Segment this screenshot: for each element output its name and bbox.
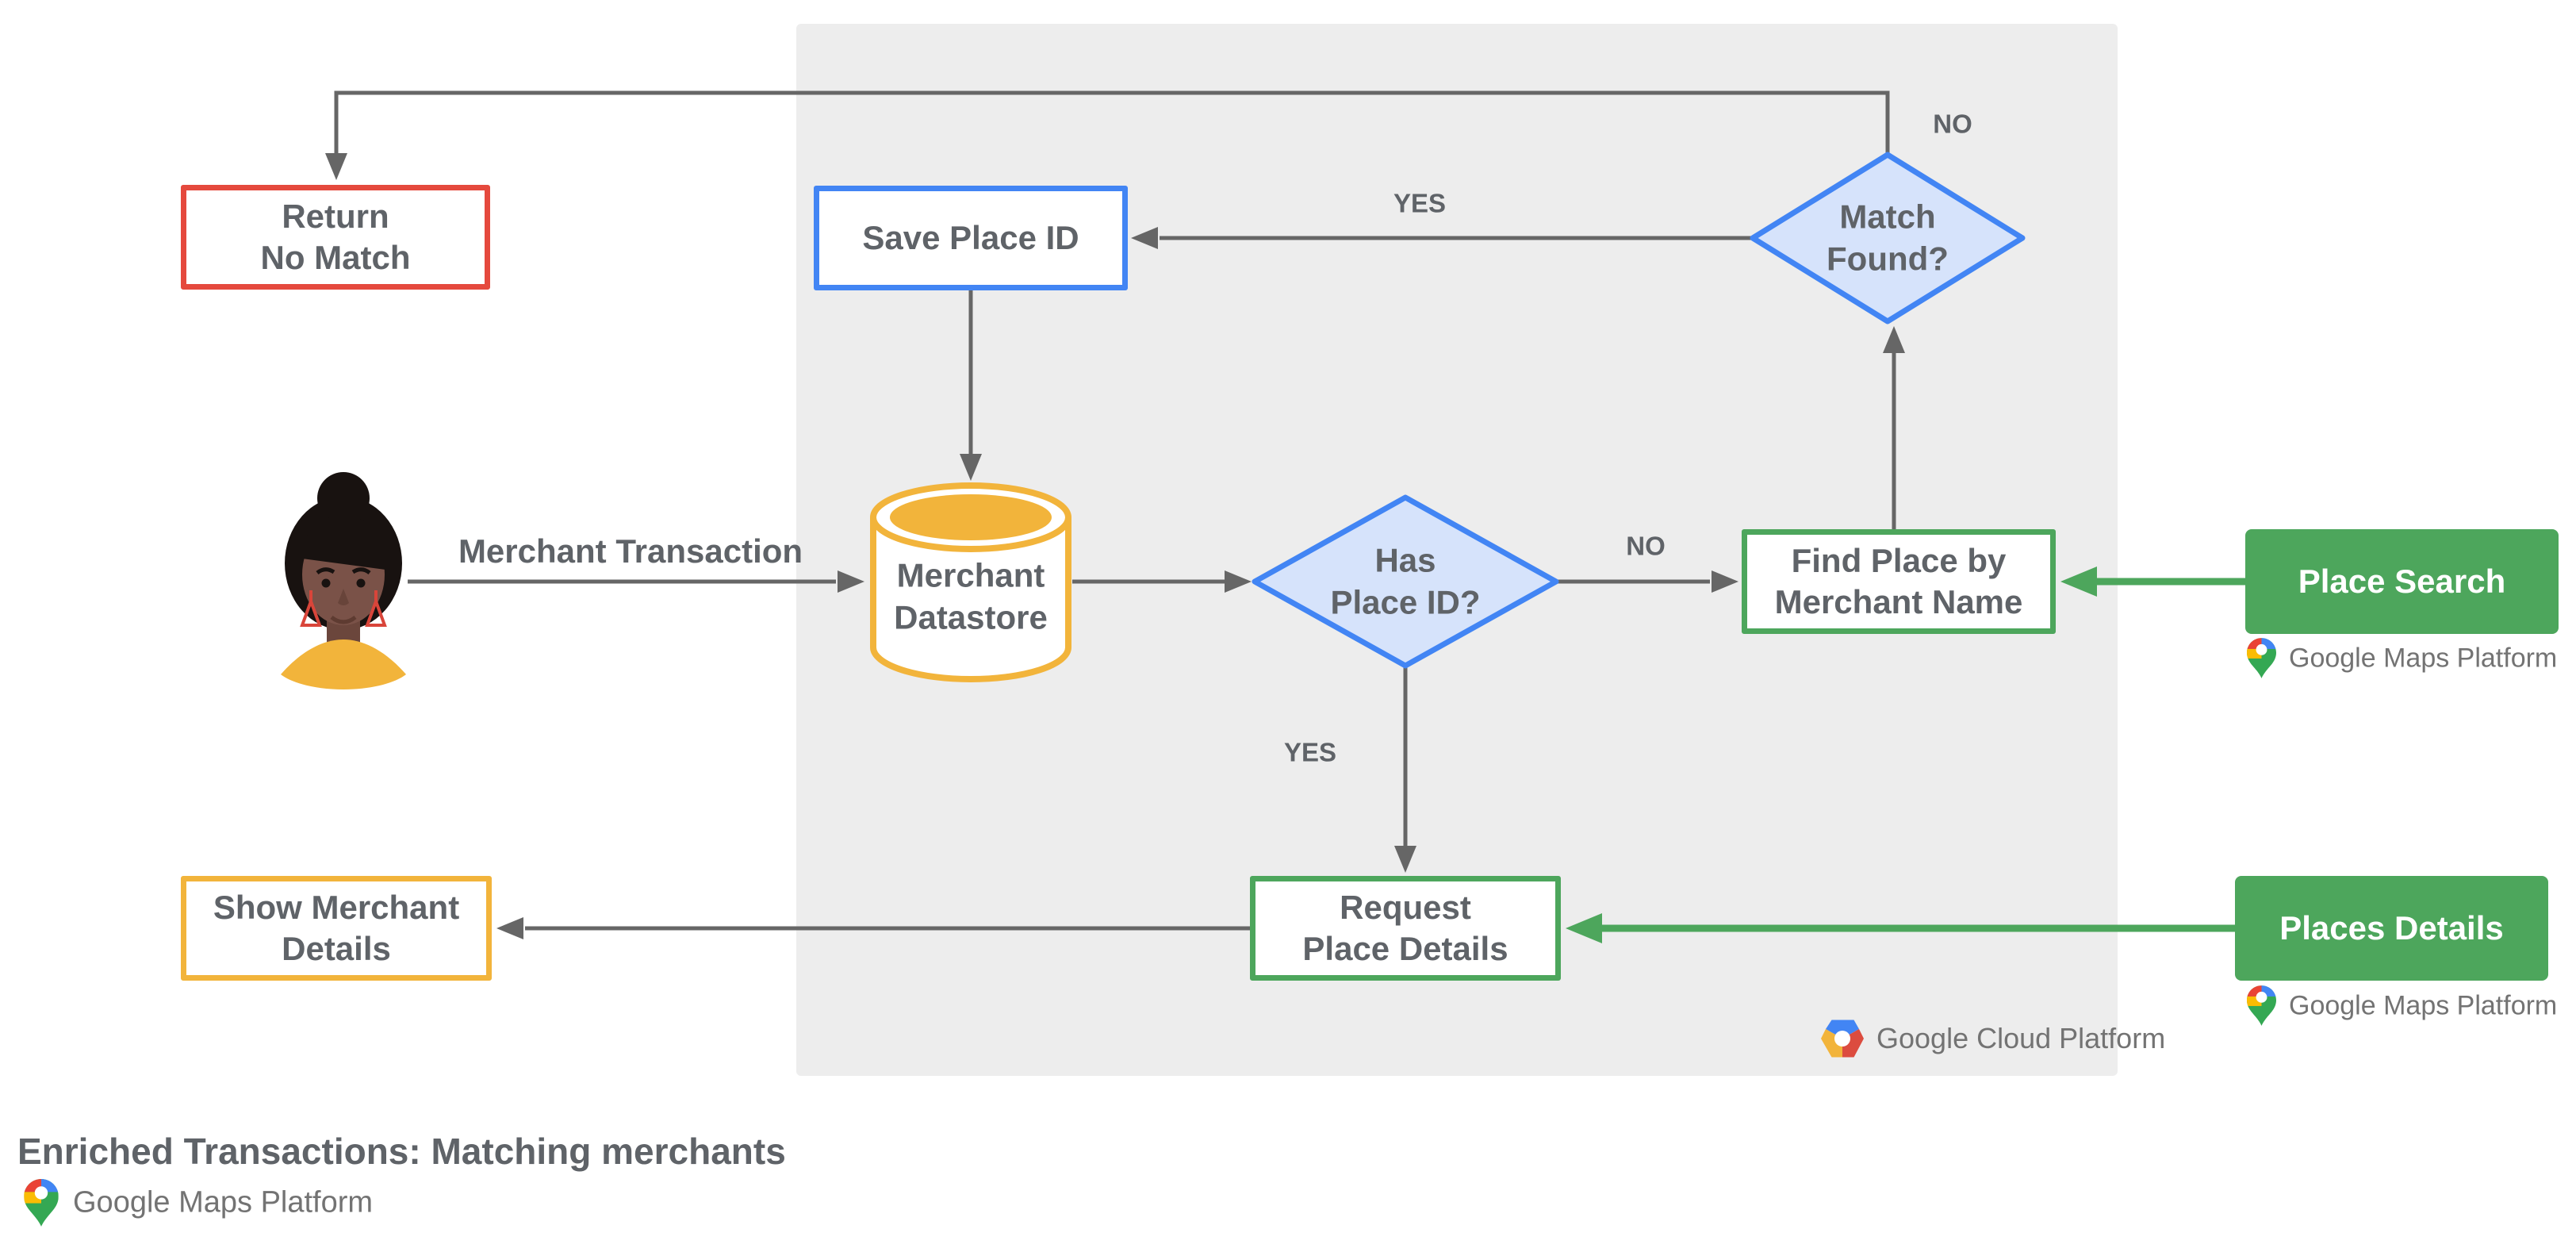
arrowhead-right-icon xyxy=(1225,570,1252,593)
google-cloud-platform-logo-text: Google Cloud Platform xyxy=(1876,1022,2166,1054)
arrowhead-down-icon xyxy=(1394,846,1416,873)
node-place-search-api: Place Search xyxy=(2245,529,2559,634)
green-connectors xyxy=(1597,578,2245,932)
label-match-found-no: NO xyxy=(1933,109,1972,139)
node-find-place-by-merchant-name: Find Place by Merchant Name xyxy=(1742,529,2056,634)
label-merchant-datastore: Merchant Datastore xyxy=(894,556,1048,636)
google-maps-platform-logo-text: Google Maps Platform xyxy=(73,1185,374,1219)
user-avatar-icon xyxy=(281,472,406,689)
green-arrowheads xyxy=(1566,566,2097,943)
google-maps-pin-icon xyxy=(2247,638,2276,678)
label-has-place-yes: YES xyxy=(1283,737,1337,767)
node-show-merchant-details: Show Merchant Details xyxy=(181,876,492,981)
arrowhead-left-icon xyxy=(1566,913,1602,943)
label-match-found: Match Found? xyxy=(1827,198,1949,278)
gray-arrowheads xyxy=(325,153,1905,939)
arrowhead-left-icon xyxy=(2060,566,2097,597)
arrowhead-left-icon xyxy=(496,917,523,939)
arrowhead-right-icon xyxy=(838,570,864,593)
label-has-place-no: NO xyxy=(1626,531,1666,561)
arrowhead-down-icon xyxy=(325,153,347,180)
node-request-place-details: Request Place Details xyxy=(1250,876,1561,981)
gray-connectors xyxy=(334,90,1896,931)
node-return-no-match: Return No Match xyxy=(181,185,490,290)
arrowhead-right-icon xyxy=(1712,570,1738,593)
arrowhead-up-icon xyxy=(1883,326,1905,353)
label-match-found-yes: YES xyxy=(1393,188,1447,218)
google-maps-pin-icon xyxy=(24,1179,59,1227)
label-has-place-id: Has Place ID? xyxy=(1330,541,1481,621)
google-maps-platform-logo-text: Google Maps Platform xyxy=(2289,990,2558,1021)
arrowhead-down-icon xyxy=(960,454,982,481)
decision-match-found xyxy=(1750,152,2026,325)
google-maps-pin-icon xyxy=(2247,985,2276,1026)
database-cylinder-icon xyxy=(870,482,1071,682)
label-merchant-transaction: Merchant Transaction xyxy=(458,532,803,570)
google-maps-platform-logo-text: Google Maps Platform xyxy=(2289,643,2558,674)
edge-match-found-no xyxy=(334,90,1890,160)
diagram-title: Enriched Transactions: Matching merchant… xyxy=(17,1131,786,1172)
decision-has-place-id xyxy=(1252,494,1559,669)
node-save-place-id: Save Place ID xyxy=(814,186,1128,290)
arrowhead-left-icon xyxy=(1131,227,1158,249)
node-places-details-api: Places Details xyxy=(2235,876,2548,981)
google-cloud-hexagon-icon xyxy=(1821,1020,1864,1058)
